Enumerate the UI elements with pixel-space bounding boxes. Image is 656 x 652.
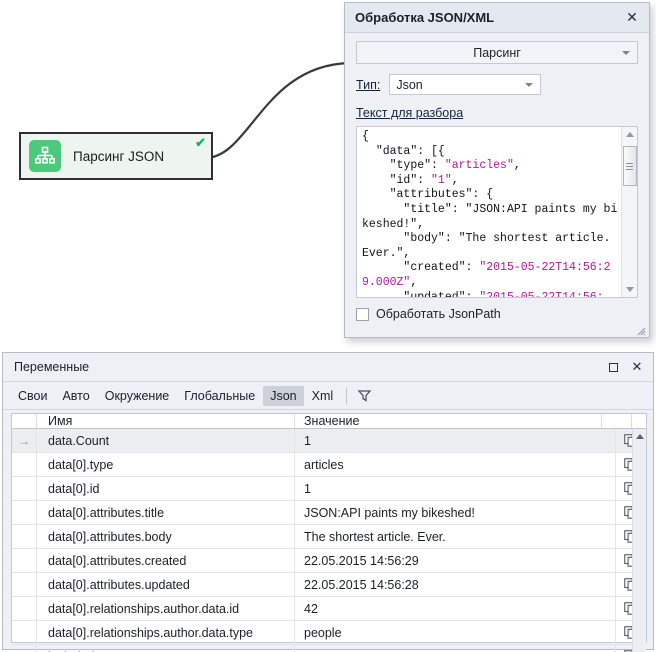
json-scrollbar[interactable] <box>621 127 637 297</box>
type-combobox[interactable]: Json <box>389 74 542 95</box>
dialog-title: Обработка JSON/XML <box>355 10 495 25</box>
row-name: data.Count <box>37 429 295 452</box>
text-to-parse-label[interactable]: Текст для разбора <box>356 106 464 120</box>
indicator-column-header <box>12 414 37 428</box>
row-indicator: → <box>12 429 37 452</box>
jsonpath-checkbox-label: Обработать JsonPath <box>376 307 501 321</box>
row-value: people <box>295 621 616 644</box>
tab-json[interactable]: Json <box>263 385 304 406</box>
json-text-area[interactable]: { "data": [{ "type": "articles", "id": "… <box>356 126 638 298</box>
row-value: The shortest article. Ever. <box>295 525 616 548</box>
scroll-track[interactable] <box>622 142 638 282</box>
scroll-down-arrow[interactable] <box>622 282 638 297</box>
json-xml-dialog: Обработка JSON/XML ✕ Парсинг Тип: Json Т… <box>344 2 650 338</box>
sitemap-icon <box>29 140 61 172</box>
name-column-header[interactable]: Имя <box>37 414 295 428</box>
row-name: data[0].relationships.author.data.id <box>37 597 295 620</box>
row-indicator <box>12 597 37 620</box>
row-indicator <box>12 645 37 652</box>
row-value: 22.05.2015 14:56:28 <box>295 573 616 596</box>
type-row: Тип: Json <box>356 74 638 95</box>
chevron-down-icon <box>622 50 630 55</box>
json-source-text: { "data": [{ "type": "articles", "id": "… <box>362 130 618 297</box>
workflow-node-parsing-json[interactable]: Парсинг JSON ✔ <box>19 132 213 180</box>
row-value: articles <box>295 453 616 476</box>
row-value: JSON:API paints my bikeshed! <box>295 501 616 524</box>
tab-окружение[interactable]: Окружение <box>104 388 170 403</box>
variables-tabs: Свои Авто Окружение Глобальные Json Xml <box>3 382 653 410</box>
close-icon[interactable]: ✕ <box>631 359 643 374</box>
row-name: data[0].attributes.created <box>37 549 295 572</box>
row-value: 1 <box>295 477 616 500</box>
node-label: Парсинг JSON <box>73 148 165 164</box>
row-name: data[0].attributes.updated <box>37 573 295 596</box>
row-name: data[0].attributes.body <box>37 525 295 548</box>
type-combobox-value: Json <box>396 77 423 92</box>
grip-lines-icon <box>626 161 633 172</box>
variables-title-bar: Переменные ✕ <box>3 353 653 382</box>
row-indicator <box>12 573 37 596</box>
mode-combobox[interactable]: Парсинг <box>356 41 638 64</box>
jsonpath-checkbox-row[interactable]: Обработать JsonPath <box>356 307 638 321</box>
row-indicator <box>12 549 37 572</box>
row-name: data[0].attributes.title <box>37 501 295 524</box>
funnel-icon[interactable] <box>354 388 374 403</box>
value-column-header[interactable]: Значение <box>295 414 602 428</box>
row-indicator <box>12 525 37 548</box>
row-value: 42 <box>295 597 616 620</box>
check-icon: ✔ <box>195 135 206 150</box>
row-name: data[0].relationships.author.data.type <box>37 621 295 644</box>
scrollbar-column-header <box>632 414 646 428</box>
chevron-down-icon <box>525 82 534 87</box>
scroll-thumb[interactable] <box>622 146 637 186</box>
mode-combobox-value: Парсинг <box>473 45 521 60</box>
row-indicator <box>12 501 37 524</box>
connector-curve <box>205 61 351 160</box>
row-name: included.Count <box>37 645 295 652</box>
jsonpath-checkbox[interactable] <box>356 307 369 321</box>
maximize-icon[interactable] <box>601 356 625 378</box>
row-indicator <box>12 477 37 500</box>
close-icon[interactable]: ✕ <box>626 9 638 25</box>
row-name: data[0].type <box>37 453 295 476</box>
variables-panel: Переменные ✕ Свои Авто Окружение Глобальные… <box>2 352 654 652</box>
tab-xml[interactable]: Xml <box>311 388 334 403</box>
variables-title: Переменные <box>14 360 90 374</box>
tab-авто[interactable]: Авто <box>62 388 90 403</box>
row-value: 22.05.2015 14:56:29 <box>295 549 616 572</box>
tab-separator <box>346 387 348 404</box>
dialog-title-bar: Обработка JSON/XML ✕ <box>345 3 649 33</box>
dialog-body: Парсинг Тип: Json Текст для разбора { "d… <box>345 33 649 338</box>
row-value: 1 <box>295 429 616 452</box>
tab-свои[interactable]: Свои <box>18 388 48 403</box>
scroll-up-arrow[interactable] <box>622 127 638 142</box>
type-label[interactable]: Тип: <box>356 77 381 92</box>
tab-глобальные[interactable]: Глобальные <box>184 388 256 403</box>
row-indicator <box>12 621 37 644</box>
resize-grip[interactable] <box>634 324 646 336</box>
copy-column-header <box>602 414 632 428</box>
row-indicator <box>12 453 37 476</box>
row-name: data[0].id <box>37 477 295 500</box>
scroll-up-arrow[interactable] <box>633 429 647 443</box>
grid-header: Имя Значение <box>12 414 646 429</box>
row-value: 1 <box>295 645 616 652</box>
grid-scrollbar[interactable] <box>632 429 646 652</box>
